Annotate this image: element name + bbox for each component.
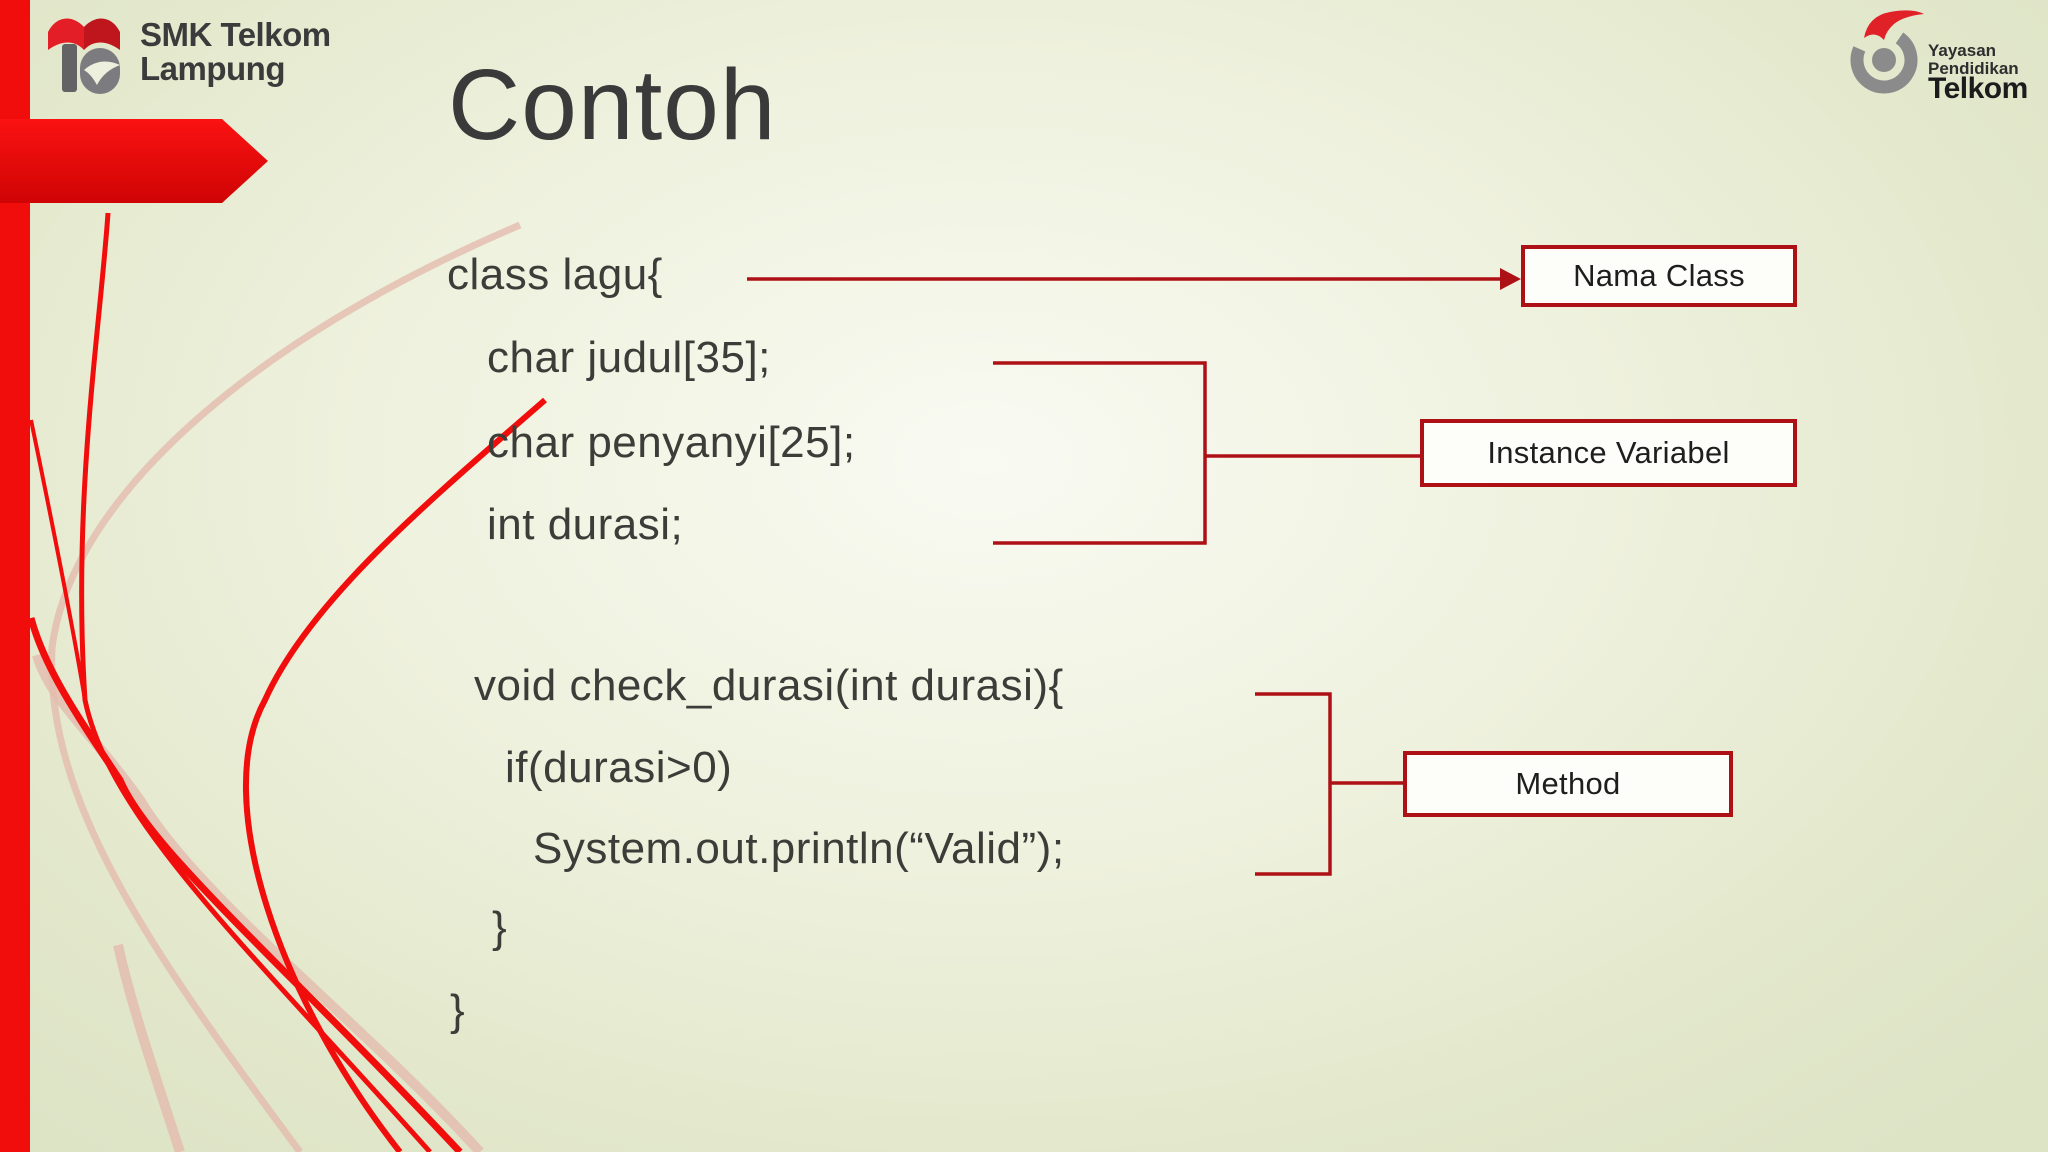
- callout-label: Instance Variabel: [1487, 435, 1730, 470]
- bracket-instance-variabel: [993, 361, 1420, 545]
- callout-method: Method: [1403, 751, 1733, 817]
- code-line: System.out.println(“Valid”);: [533, 824, 1065, 873]
- center-dot-icon: [1872, 48, 1896, 72]
- side-stripe: [0, 0, 30, 1152]
- flame-icon: [1864, 10, 1924, 40]
- callout-instance-variabel: Instance Variabel: [1420, 419, 1797, 487]
- page-title: Contoh: [448, 49, 777, 161]
- callout-label: Nama Class: [1573, 258, 1745, 293]
- code-line: void check_durasi(int durasi){: [474, 661, 1064, 710]
- code-line: if(durasi>0): [505, 743, 733, 792]
- yayasan-telkom-logo: [1850, 10, 1924, 94]
- yayasan-logo-text: Yayasan Pendidikan Telkom: [1928, 41, 2028, 105]
- ts-monogram-icon: [62, 44, 120, 94]
- ring-icon: [1850, 26, 1918, 94]
- code-line: char penyanyi[25];: [487, 418, 856, 467]
- code-line: }: [450, 986, 466, 1035]
- smk-telkom-logo-text: SMK Telkom Lampung: [140, 18, 331, 86]
- code-line: char judul[35];: [487, 333, 771, 382]
- logo-right-line2: Pendidikan: [1928, 59, 2019, 78]
- logo-right-line3: Telkom: [1928, 72, 2028, 105]
- callout-label: Method: [1515, 766, 1621, 801]
- connector-arrow-nama-class: [747, 268, 1521, 290]
- callout-nama-class: Nama Class: [1521, 245, 1797, 307]
- arrow-banner: [0, 119, 268, 203]
- logo-right-line1: Yayasan: [1928, 41, 1997, 60]
- book-icon: [48, 18, 120, 50]
- code-line: class lagu{: [447, 250, 663, 299]
- logo-left-line1: SMK Telkom: [140, 16, 331, 53]
- bracket-method: [1255, 692, 1403, 876]
- swoosh-curves: [27, 212, 547, 1152]
- smk-telkom-logo: [48, 18, 120, 94]
- code-line: }: [492, 903, 508, 952]
- logo-left-line2: Lampung: [140, 50, 285, 87]
- arrowhead-icon: [1500, 268, 1521, 290]
- code-line: int durasi;: [487, 500, 684, 549]
